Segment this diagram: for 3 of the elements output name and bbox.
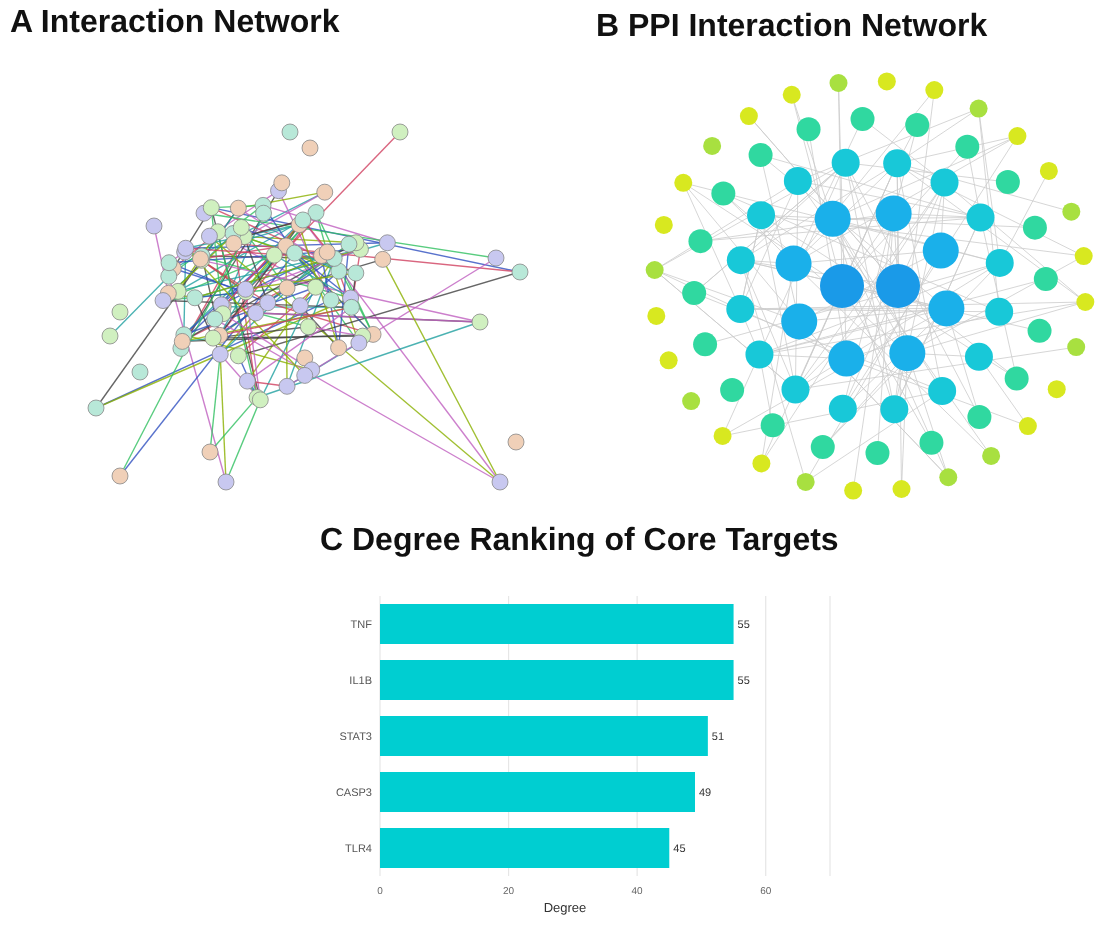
panel-title: A Interaction Network (10, 6, 340, 42)
panel-title: B PPI Interaction Network (596, 10, 988, 46)
chart-title: C Degree Ranking of Core Targets (320, 524, 839, 560)
